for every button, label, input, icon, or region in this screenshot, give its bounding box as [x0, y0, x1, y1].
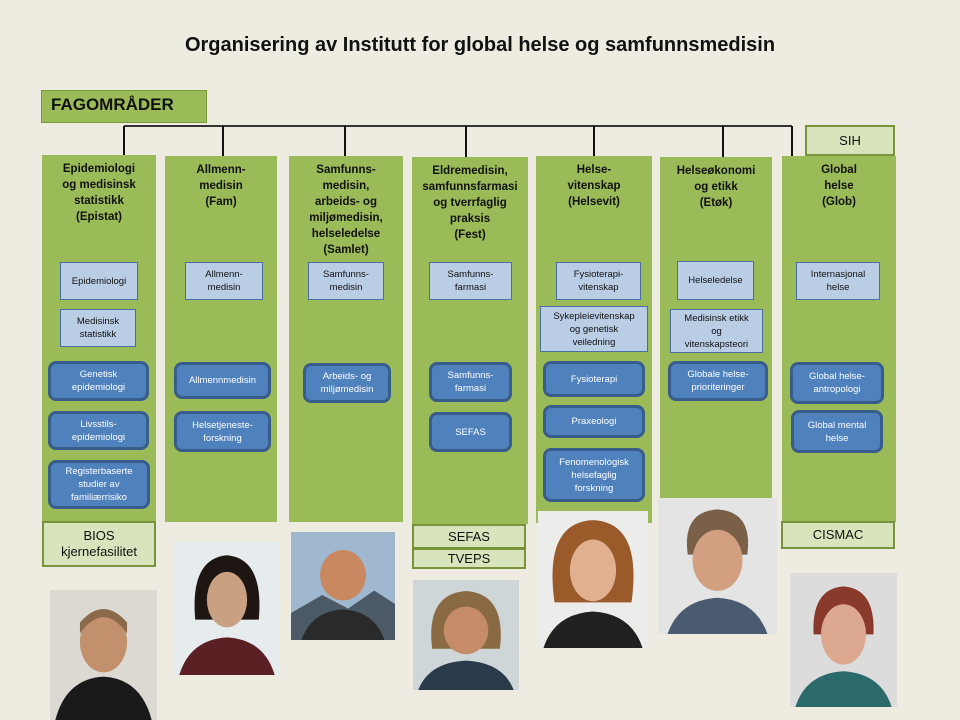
- research-group-box: Praxeologi: [543, 405, 645, 438]
- subfield-box: Internasjonal helse: [796, 262, 880, 300]
- column-fam: Allmenn- medisin (Fam): [165, 156, 277, 522]
- column-title: Epidemiologi og medisinsk statistikk (Ep…: [62, 163, 136, 223]
- research-group-box: Livsstils- epidemiologi: [48, 411, 149, 450]
- column-title: Global helse (Glob): [821, 164, 857, 208]
- unit-sih: SIH: [805, 125, 895, 156]
- subfield-box: Samfunns- medisin: [308, 262, 384, 300]
- portrait-photo: [174, 542, 280, 675]
- subfield-box: Helseledelse: [677, 261, 754, 300]
- portrait-photo: [413, 580, 519, 690]
- column-title: Eldremedisin, samfunnsfarmasi og tverrfa…: [422, 165, 518, 241]
- subfield-box: Samfunns- farmasi: [429, 262, 512, 300]
- column-glob: Global helse (Glob): [782, 156, 896, 522]
- portrait-photo: [790, 573, 897, 707]
- research-group-box: SEFAS: [429, 412, 512, 452]
- subfield-box: Medisinsk statistikk: [60, 309, 136, 347]
- portrait-photo: [291, 532, 395, 640]
- research-group-box: Fysioterapi: [543, 361, 645, 397]
- research-group-box: Helsetjeneste- forskning: [174, 411, 271, 452]
- connector-line: [465, 126, 467, 157]
- unit-cismac: CISMAC: [781, 521, 895, 549]
- column-title: Samfunns- medisin, arbeids- og miljømedi…: [309, 164, 383, 256]
- page-title: Organisering av Institutt for global hel…: [184, 34, 776, 56]
- research-group-box: Fenomenologisk helsefaglig forskning: [543, 448, 645, 502]
- subfield-box: Sykepleievitenskap og genetisk veilednin…: [540, 306, 648, 352]
- subfield-box: Fysioterapi- vitenskap: [556, 262, 641, 300]
- portrait-photo: [538, 511, 648, 648]
- connector-line: [593, 126, 595, 156]
- research-group-box: Samfunns- farmasi: [429, 362, 512, 402]
- column-samlet: Samfunns- medisin, arbeids- og miljømedi…: [289, 156, 403, 522]
- connector-line: [123, 126, 125, 156]
- connector-line: [222, 126, 224, 156]
- research-group-box: Allmennmedisin: [174, 362, 271, 399]
- research-group-box: Genetisk epidemiologi: [48, 361, 149, 401]
- research-group-box: Globale helse- prioriteringer: [668, 361, 768, 401]
- unit-bios: BIOS kjernefasilitet: [42, 521, 156, 567]
- column-fest: Eldremedisin, samfunnsfarmasi og tverrfa…: [412, 157, 528, 524]
- unit-tveps: TVEPS: [412, 548, 526, 569]
- section-label-fagomrader: FAGOMRÅDER: [41, 90, 207, 123]
- research-group-box: Registerbaserte studier av familiærrisik…: [48, 460, 150, 509]
- column-title: Allmenn- medisin (Fam): [196, 164, 246, 208]
- subfield-box: Medisinsk etikk og vitenskapsteori: [670, 309, 763, 353]
- connector-line: [344, 126, 346, 156]
- connector-line: [791, 126, 793, 156]
- subfield-box: Epidemiologi: [60, 262, 138, 300]
- connector-line: [722, 126, 724, 157]
- portrait-photo: [658, 498, 777, 634]
- portrait-photo: [50, 590, 157, 720]
- research-group-box: Arbeids- og miljømedisin: [303, 363, 391, 403]
- connector-line: [124, 125, 792, 127]
- column-title: Helseøkonomi og etikk (Etøk): [676, 165, 756, 209]
- research-group-box: Global helse- antropologi: [790, 362, 884, 404]
- subfield-box: Allmenn- medisin: [185, 262, 263, 300]
- unit-sefas: SEFAS: [412, 524, 526, 549]
- research-group-box: Global mental helse: [791, 410, 883, 453]
- column-title: Helse- vitenskap (Helsevit): [567, 164, 621, 208]
